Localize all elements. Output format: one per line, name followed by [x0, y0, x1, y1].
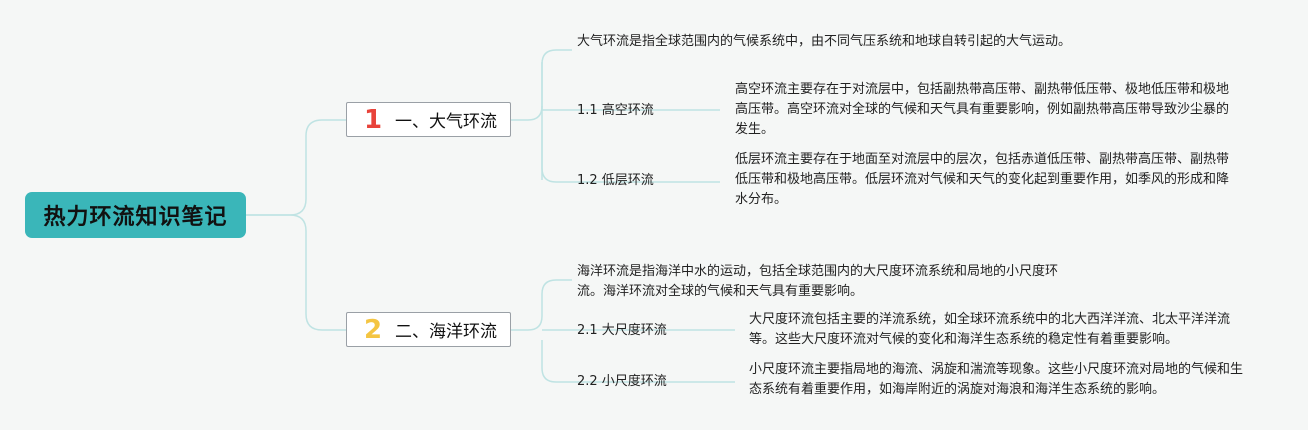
- connector-b2-sub2: [541, 340, 735, 383]
- connector-root-branch2: [246, 214, 346, 331]
- branch-label: 二、海洋环流: [395, 322, 497, 342]
- branch-label: 一、大气环流: [395, 112, 497, 132]
- branch-number-badge: 1: [363, 104, 383, 135]
- root-node[interactable]: 热力环流知识笔记: [25, 192, 246, 238]
- branch-node-ocean[interactable]: 2 二、海洋环流: [346, 312, 511, 347]
- connector-b1-trunk: [511, 62, 543, 180]
- sub-node-label[interactable]: 2.1 大尺度环流: [577, 323, 667, 338]
- sub-node-label[interactable]: 2.2 小尺度环流: [577, 374, 667, 389]
- branch-intro-text: 大气环流是指全球范围内的气候系统中，由不同气压系统和地球自转引起的大气运动。: [577, 34, 1072, 49]
- connector-root-branch1: [246, 119, 346, 216]
- connector-b1-sub1: [541, 106, 720, 111]
- sub-node-text: 高空环流主要存在于对流层中，包括副热带高压带、副热带低压带、极地低压带和极地高压…: [735, 82, 1230, 137]
- branch-node-atmosphere[interactable]: 1 一、大气环流: [346, 102, 511, 137]
- sub-node-label[interactable]: 1.1 高空环流: [577, 103, 654, 118]
- connector-b2-intro: [527, 279, 572, 331]
- connector-b1-sub2: [541, 130, 720, 183]
- branch-number-badge: 2: [363, 314, 383, 345]
- sub-node-text: 低层环流主要存在于地面至对流层中的层次，包括赤道低压带、副热带高压带、副热带低压…: [735, 152, 1230, 207]
- branch-intro-text: 海洋环流是指海洋中水的运动，包括全球范围内的大尺度环流系统和局地的小尺度环流。海…: [577, 264, 1059, 299]
- sub-node-text: 小尺度环流主要指局地的海流、涡旋和湍流等现象。这些小尺度环流对局地的气候和生态系…: [749, 362, 1244, 397]
- sub-node-text: 大尺度环流包括主要的洋流系统，如全球环流系统中的北大西洋洋流、北太平洋洋流等。这…: [749, 312, 1231, 347]
- sub-node-label[interactable]: 1.2 低层环流: [577, 173, 654, 188]
- root-title: 热力环流知识笔记: [43, 205, 228, 230]
- connector-b1-intro: [527, 49, 572, 121]
